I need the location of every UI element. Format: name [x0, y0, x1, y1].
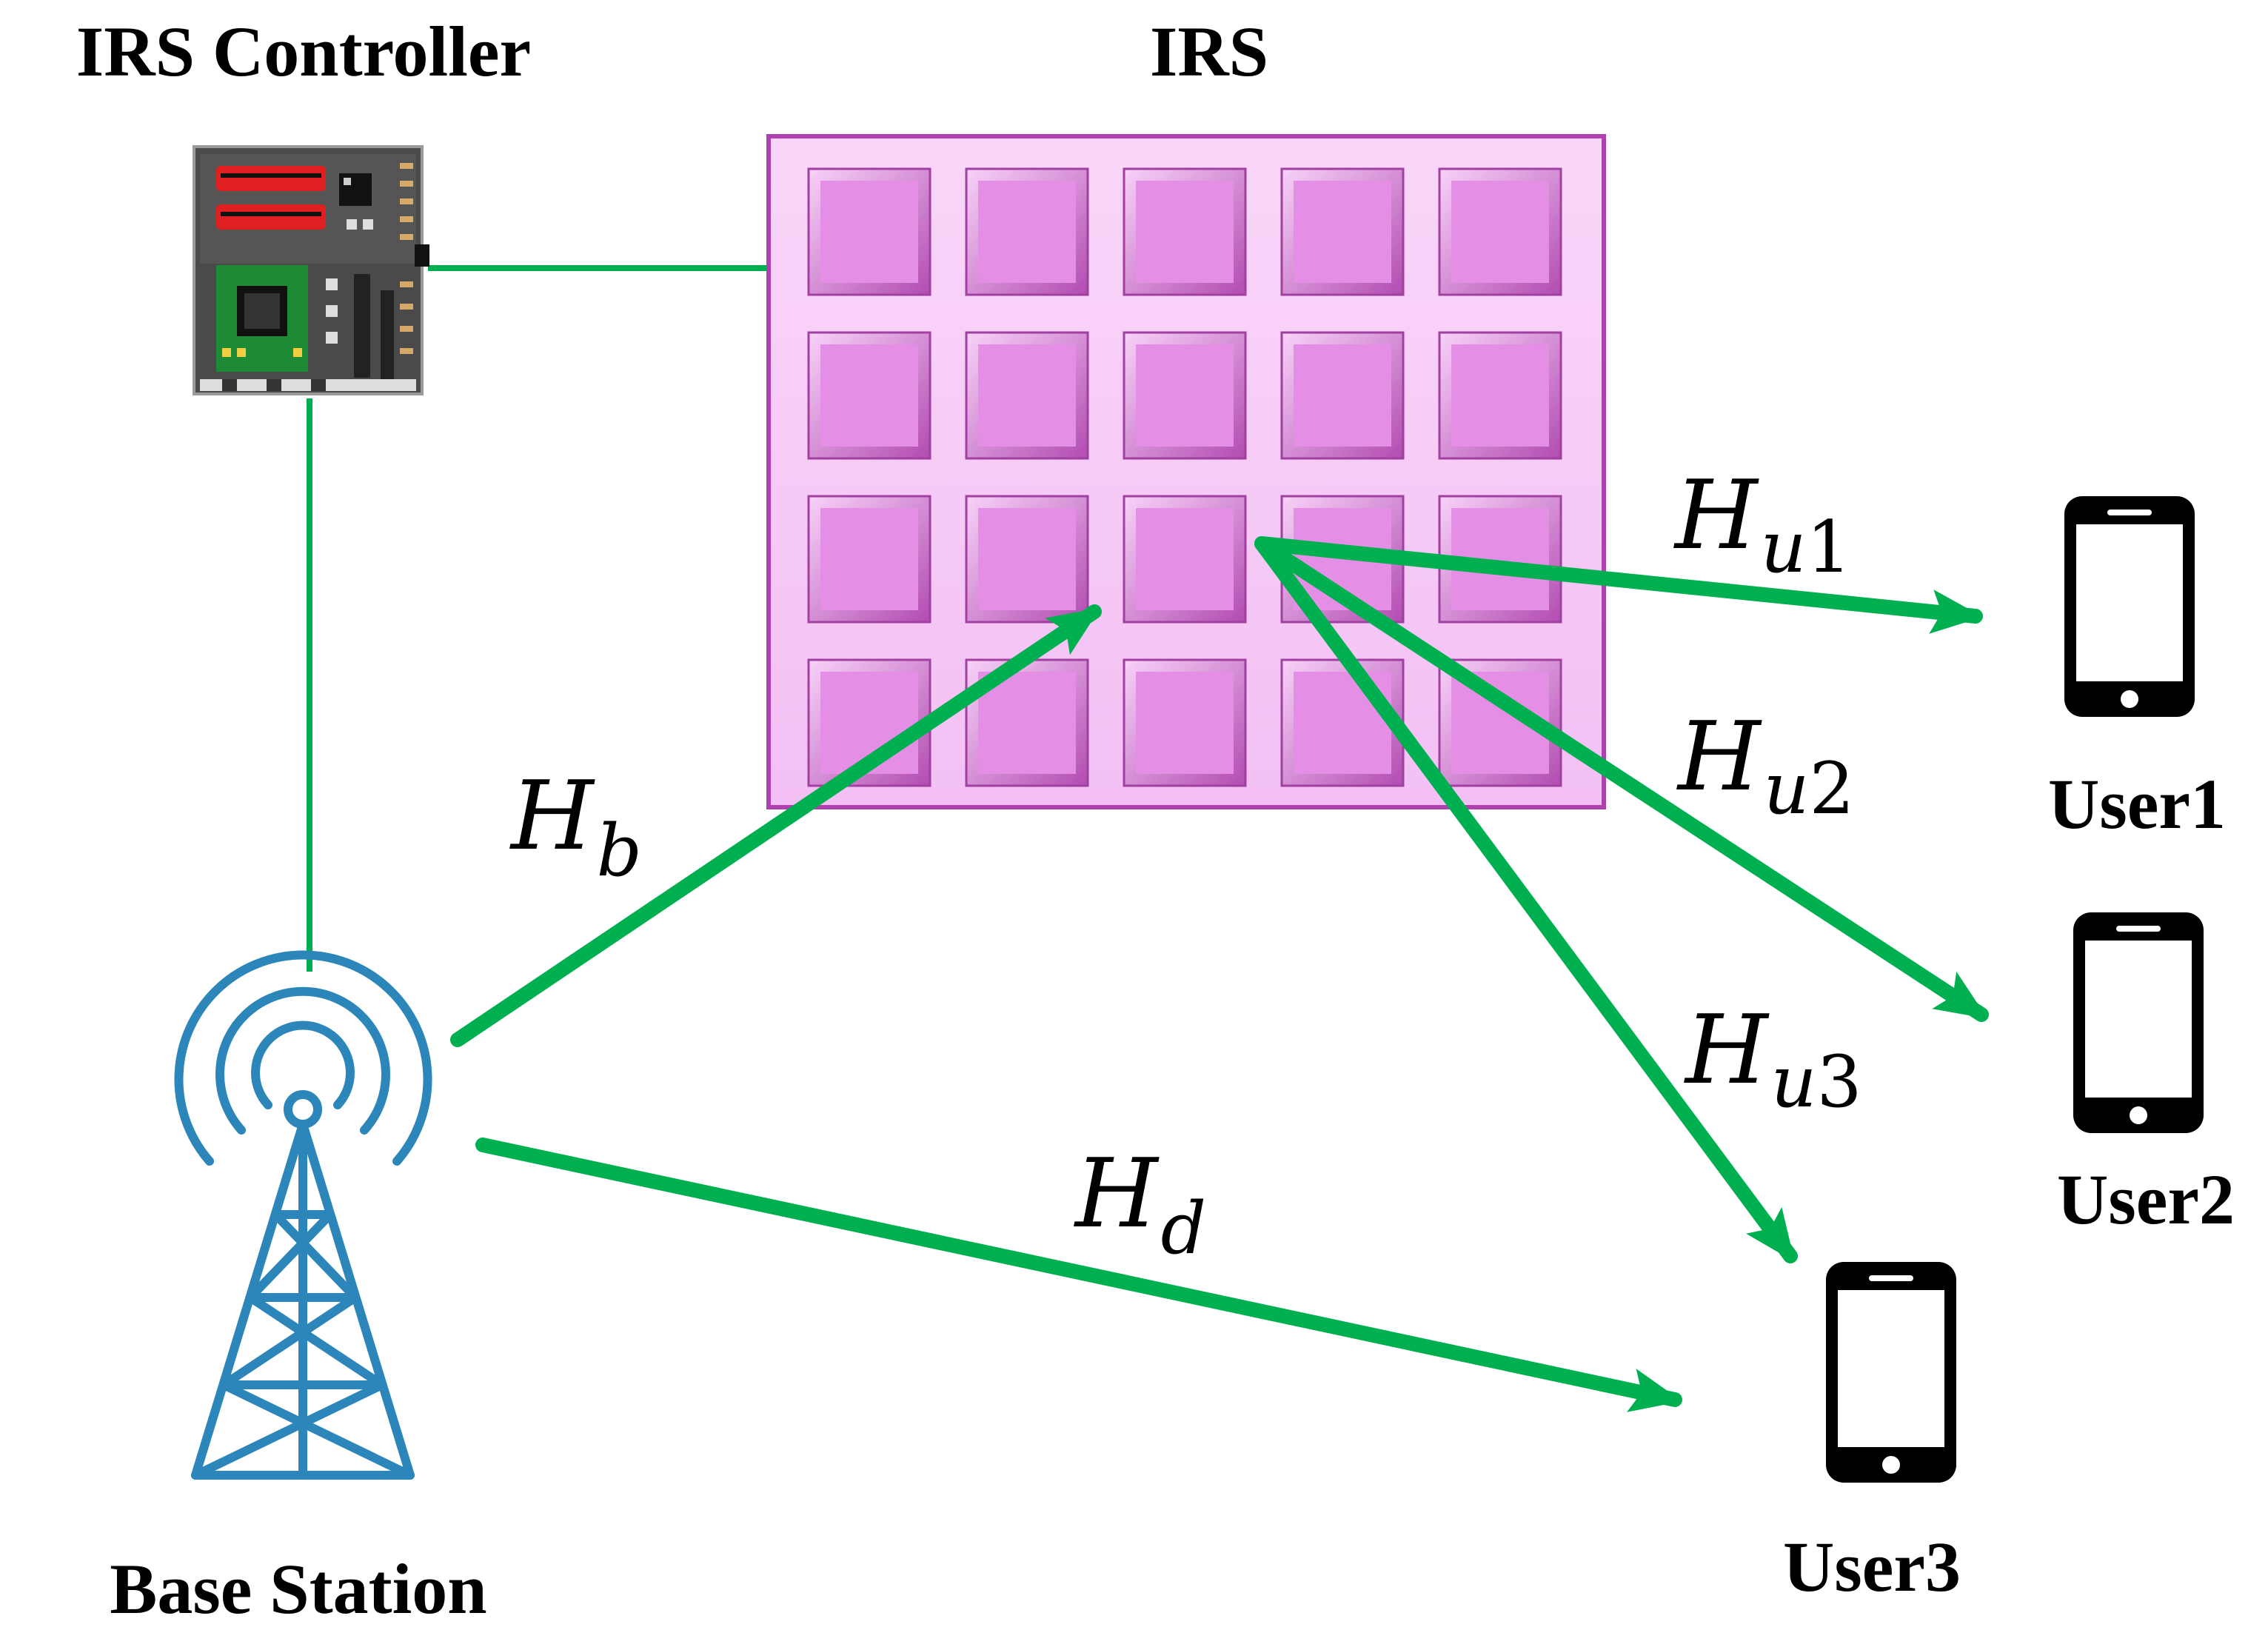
- irs-element-face: [1451, 181, 1549, 283]
- hb-arrow: [450, 604, 1102, 1047]
- hu2-label: Hu2: [1676, 702, 1855, 830]
- smartphone-icon: [1826, 1262, 1956, 1483]
- hu1-label: Hu1: [1673, 461, 1852, 589]
- user2-label: User2: [2057, 1160, 2235, 1239]
- irs-element-face: [820, 344, 918, 447]
- user1-label: User1: [2048, 764, 2226, 844]
- irs-element-face: [1136, 672, 1234, 774]
- irs-element-face: [1294, 181, 1391, 283]
- irs-element-face: [1294, 344, 1391, 447]
- circuit-board-icon: [193, 145, 429, 395]
- hu1-arrow: [1254, 536, 1983, 634]
- hu3-arrow: [1254, 536, 1798, 1263]
- irs-element-face: [1136, 344, 1234, 447]
- hu2-arrow: [1254, 536, 1989, 1022]
- irs-controller-label: IRS Controller: [76, 12, 531, 91]
- hu3-label: Hu3: [1684, 995, 1862, 1123]
- user3-label: User3: [1783, 1527, 1961, 1606]
- irs-label: IRS: [1150, 12, 1268, 91]
- irs-element-face: [978, 672, 1076, 774]
- irs-element-face: [1136, 181, 1234, 283]
- hd-label: Hd: [1074, 1139, 1206, 1270]
- irs-element-face: [1451, 344, 1549, 447]
- hb-label: Hb: [509, 761, 642, 892]
- smartphone-icon: [2064, 496, 2195, 717]
- irs-element-face: [978, 181, 1076, 283]
- base-station-label: Base Station: [110, 1549, 486, 1629]
- smartphone-icon: [2073, 912, 2204, 1133]
- irs-element-face: [820, 508, 918, 610]
- irs-element-face: [978, 344, 1076, 447]
- irs-element-face: [1136, 508, 1234, 610]
- hd-arrow: [475, 1138, 1682, 1412]
- irs-panel: [766, 134, 1606, 809]
- irs-element-face: [820, 181, 918, 283]
- irs-element-face: [978, 508, 1076, 610]
- antenna-tower-icon: [174, 950, 432, 1480]
